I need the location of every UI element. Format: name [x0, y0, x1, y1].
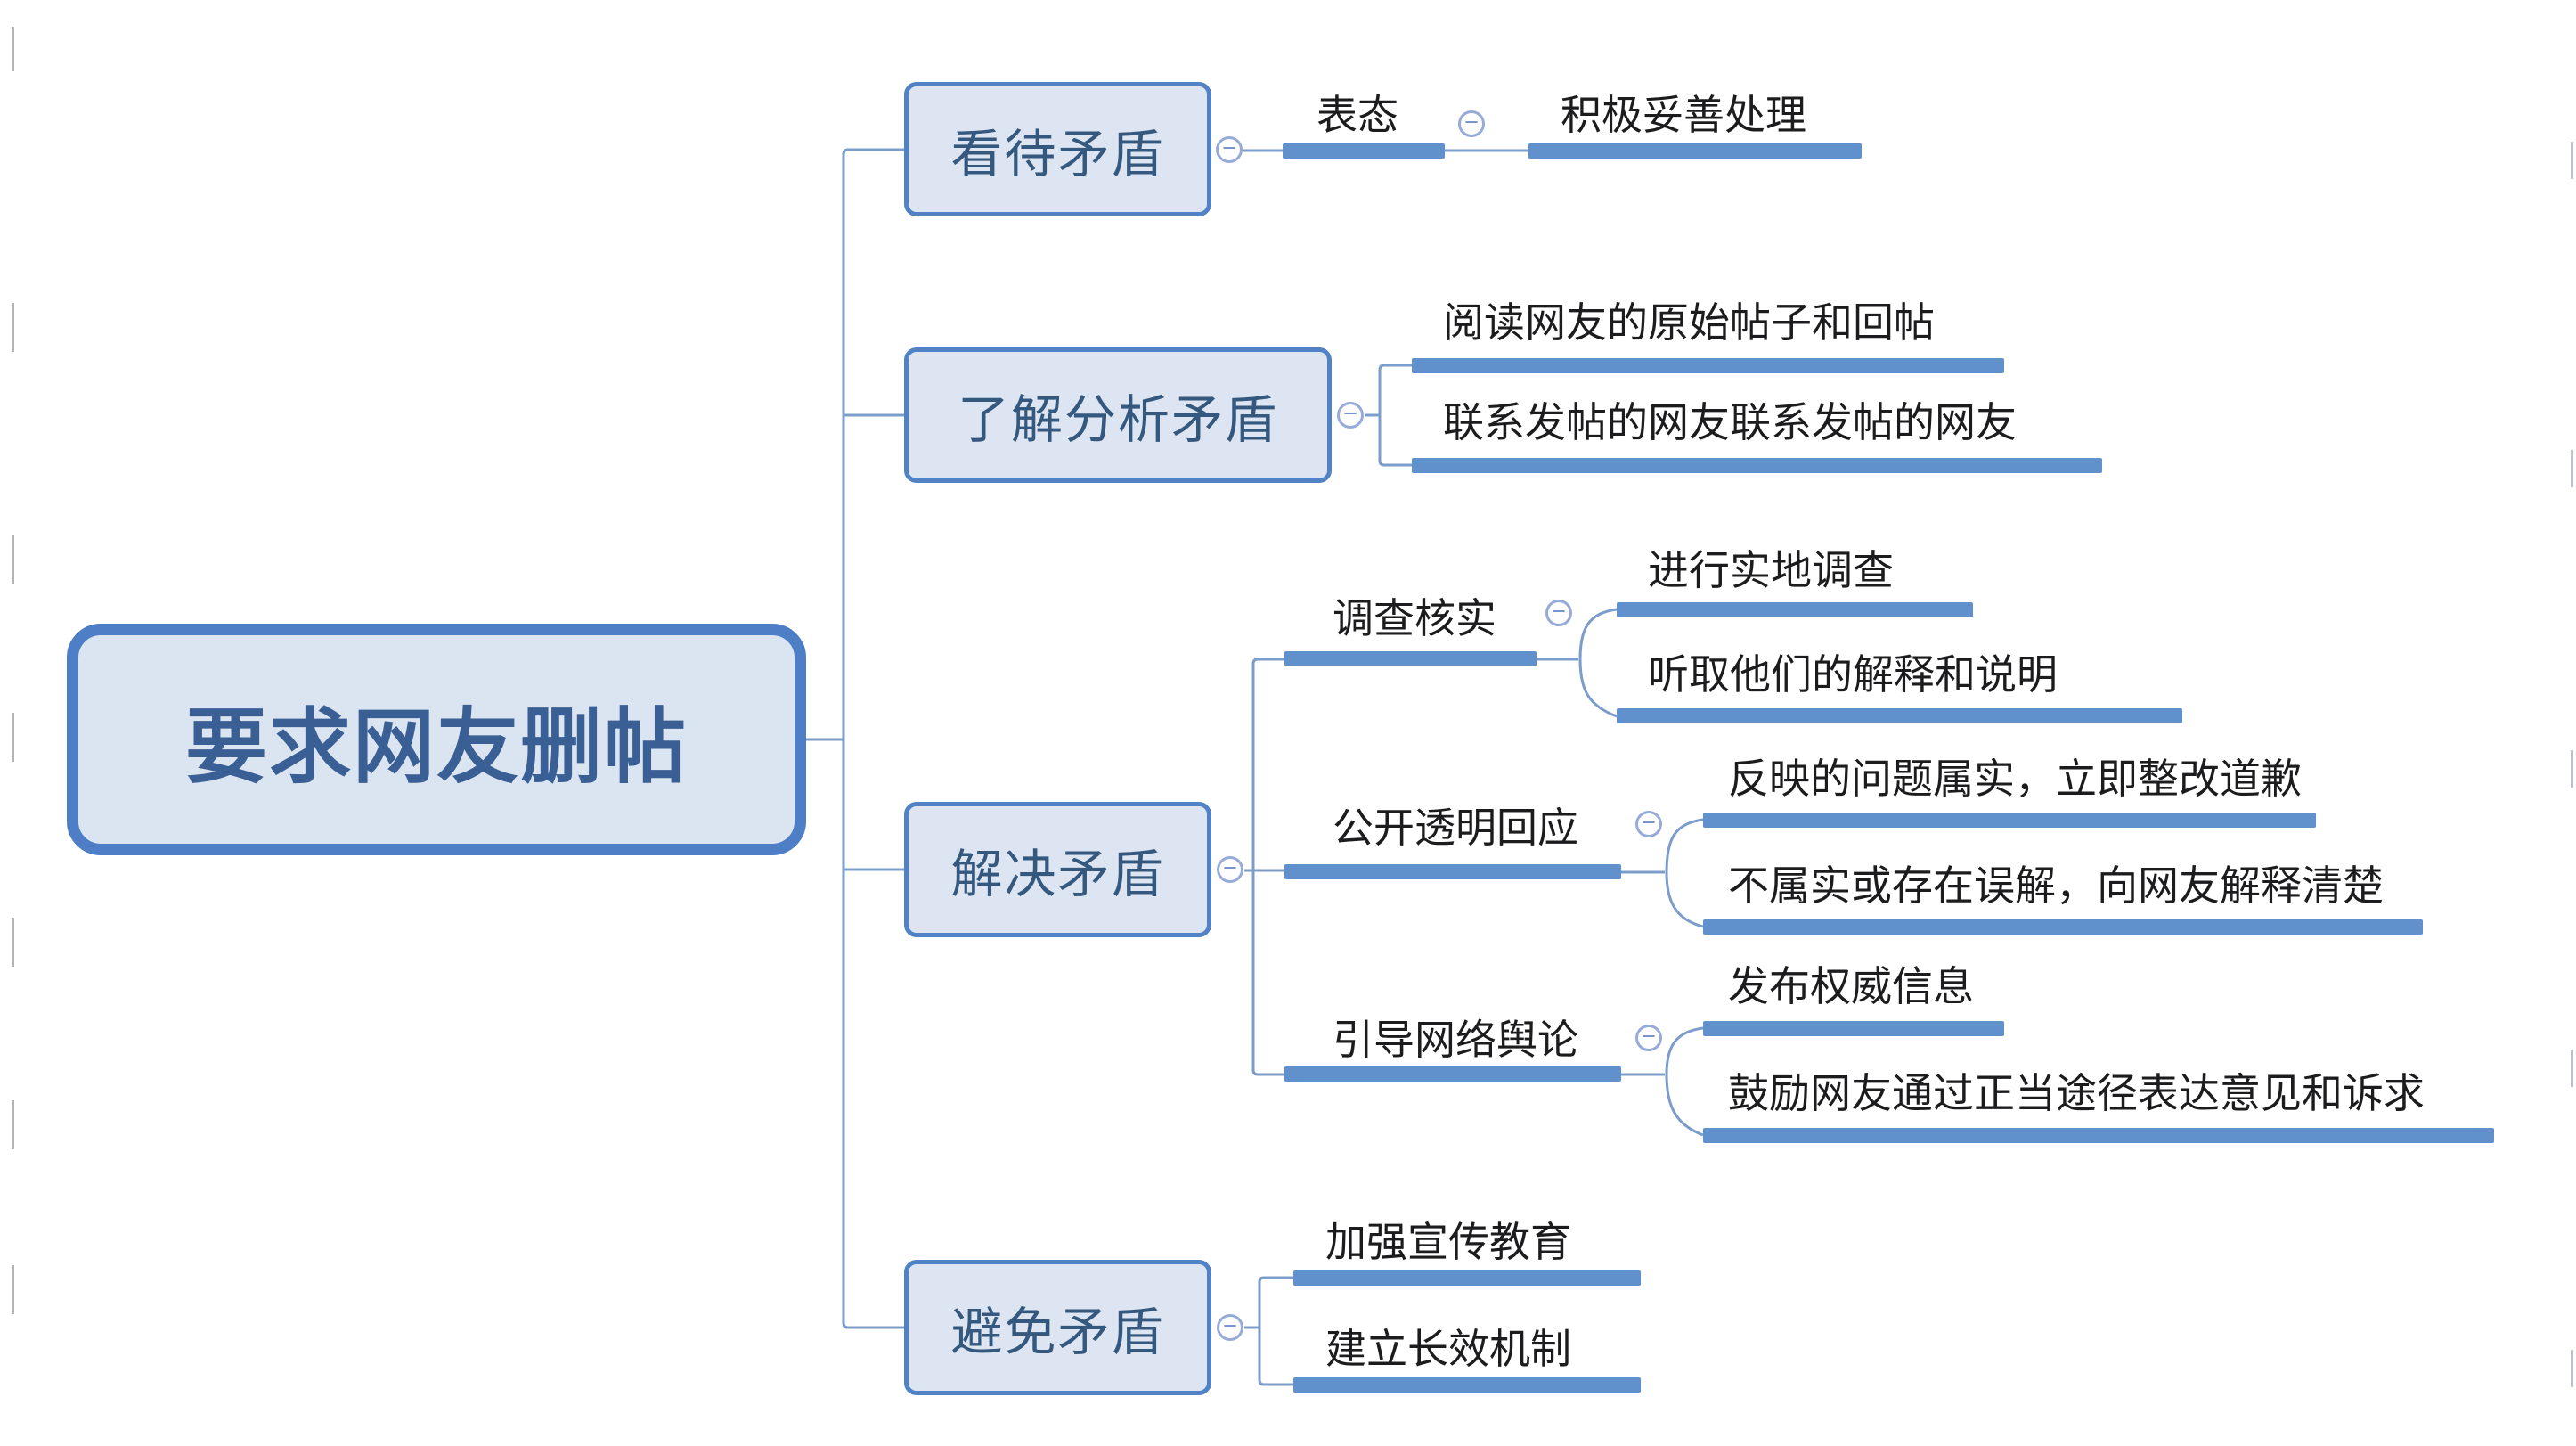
minus-icon: −	[1222, 135, 1236, 161]
branch-topic-1[interactable]: 看待矛盾	[904, 82, 1211, 216]
node-underline	[1284, 1066, 1621, 1082]
node-underline	[1528, 143, 1862, 159]
subtopic-3-3-label[interactable]: 引导网络舆论	[1333, 1017, 1578, 1063]
page-edge-tick	[12, 535, 14, 584]
root-topic-label: 要求网友删帖	[184, 701, 688, 793]
collapse-button-subtopic-3-3[interactable]: −	[1635, 1025, 1662, 1051]
page-edge-tick	[2571, 1050, 2573, 1087]
page-edge-tick	[12, 713, 14, 762]
branch-topic-1-label: 看待矛盾	[950, 125, 1165, 184]
minus-icon: −	[1642, 1023, 1656, 1050]
collapse-button-branch-3[interactable]: −	[1217, 856, 1243, 883]
leaf-3-3-1-label[interactable]: 发布权威信息	[1728, 963, 1974, 1009]
branch-topic-4[interactable]: 避免矛盾	[904, 1260, 1211, 1395]
branch-topic-2[interactable]: 了解分析矛盾	[904, 347, 1332, 483]
node-underline	[1293, 1270, 1641, 1286]
subtopic-1-1-label[interactable]: 表态	[1317, 92, 1398, 138]
collapse-button-branch-2[interactable]: −	[1337, 402, 1364, 429]
minus-icon: −	[1223, 854, 1237, 881]
page-edge-tick	[2571, 1350, 2573, 1387]
subtopic-2-1-label[interactable]: 阅读网友的原始帖子和回帖	[1443, 299, 1935, 346]
node-underline	[1284, 864, 1621, 879]
leaf-3-2-1-label[interactable]: 反映的问题属实，立即整改道歉	[1728, 756, 2302, 802]
minus-icon: −	[1642, 809, 1656, 836]
node-underline	[1703, 1128, 2494, 1143]
node-underline	[1293, 1377, 1641, 1393]
node-underline	[1412, 358, 2004, 373]
node-underline	[1703, 813, 2316, 828]
branch-topic-2-label: 了解分析矛盾	[957, 391, 1278, 449]
branch-topic-4-label: 避免矛盾	[950, 1303, 1165, 1361]
subtopic-4-2-label[interactable]: 建立长效机制	[1325, 1326, 1571, 1372]
subtopic-3-2-label[interactable]: 公开透明回应	[1333, 805, 1578, 851]
minus-icon: −	[1343, 400, 1357, 427]
page-edge-tick	[12, 27, 14, 71]
collapse-button-subtopic-1-1[interactable]: −	[1458, 110, 1485, 137]
leaf-3-1-2-label[interactable]: 听取他们的解释和说明	[1648, 651, 2058, 698]
subtopic-3-1-label[interactable]: 调查核实	[1333, 595, 1496, 641]
minus-icon: −	[1552, 598, 1566, 625]
page-edge-tick	[12, 303, 14, 352]
collapse-button-branch-1[interactable]: −	[1216, 136, 1243, 163]
node-underline	[1412, 458, 2102, 473]
collapse-button-subtopic-3-1[interactable]: −	[1545, 600, 1572, 626]
node-underline	[1283, 143, 1445, 159]
node-underline	[1284, 651, 1537, 666]
page-edge-tick	[12, 918, 14, 967]
collapse-button-subtopic-3-2[interactable]: −	[1635, 811, 1662, 837]
node-underline	[1617, 602, 1973, 617]
leaf-3-2-2-label[interactable]: 不属实或存在误解，向网友解释清楚	[1728, 862, 2384, 909]
leaf-1-1-1-label[interactable]: 积极妥善处理	[1561, 92, 1806, 138]
branch-topic-3[interactable]: 解决矛盾	[904, 802, 1211, 937]
page-edge-tick	[2571, 750, 2573, 788]
minus-icon: −	[1223, 1312, 1237, 1339]
leaf-3-1-1-label[interactable]: 进行实地调查	[1648, 547, 1894, 593]
branch-spine	[842, 148, 904, 1329]
root-topic[interactable]: 要求网友删帖	[67, 624, 806, 855]
node-underline	[1703, 1021, 2004, 1036]
page-edge-tick	[12, 1265, 14, 1314]
branch-topic-3-label: 解决矛盾	[950, 846, 1165, 903]
page-edge-tick	[2571, 142, 2573, 179]
collapse-button-branch-4[interactable]: −	[1217, 1314, 1243, 1341]
page-edge-tick	[2571, 450, 2573, 487]
node-underline	[1703, 919, 2423, 935]
subtopic-4-1-label[interactable]: 加强宣传教育	[1325, 1219, 1571, 1265]
subtopic-2-2-label[interactable]: 联系发帖的网友联系发帖的网友	[1443, 399, 2017, 445]
leaf-3-3-2-label[interactable]: 鼓励网友通过正当途径表达意见和诉求	[1728, 1070, 2425, 1116]
page-edge-tick	[12, 1100, 14, 1149]
minus-icon: −	[1464, 109, 1479, 135]
node-underline	[1617, 708, 2182, 723]
